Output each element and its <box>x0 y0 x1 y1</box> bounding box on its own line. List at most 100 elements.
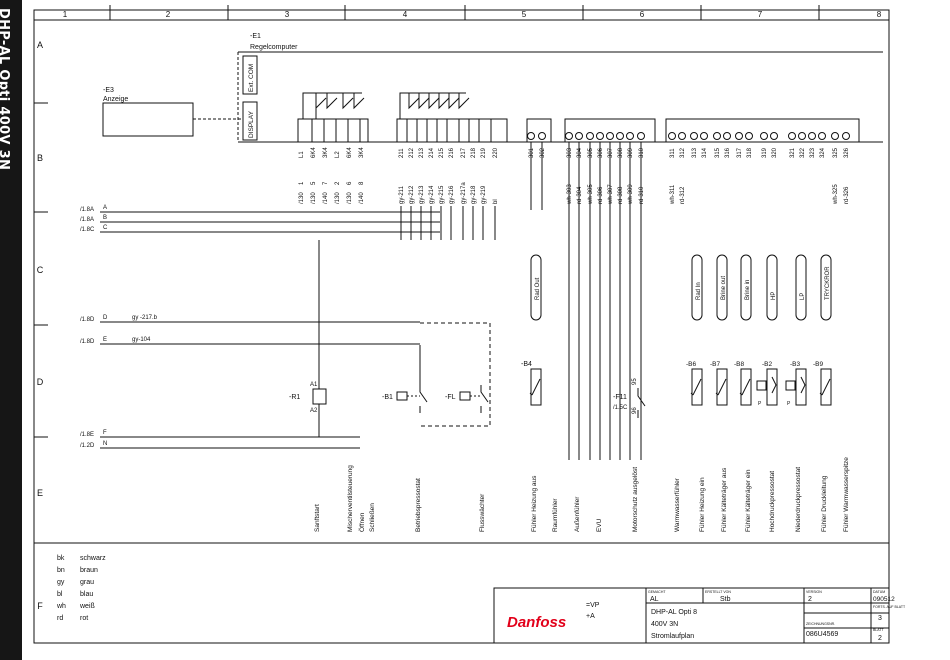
sensor-symbol <box>715 368 728 406</box>
tb-version-head: VERSION <box>806 590 822 594</box>
pressostat-p: P <box>758 401 762 407</box>
wire-label: rd-308 <box>618 186 624 204</box>
sanftstart-r1 <box>312 240 327 437</box>
terminal-screw <box>713 132 721 140</box>
terminal-label: 303 <box>567 147 573 158</box>
function-label: Motorschutz ausgelöst <box>632 467 639 532</box>
terminal-label: 3K4 <box>323 147 329 158</box>
pressostat-symbol <box>756 368 778 406</box>
e3-name: Anzeige <box>103 96 128 103</box>
a2-label: A2 <box>310 408 318 414</box>
row-label: F <box>37 601 43 611</box>
b4-label: -B4 <box>521 361 532 368</box>
title-block <box>493 587 890 644</box>
legend-name: rot <box>80 615 88 622</box>
regelcomputer-e1: -E1 Regelcomputer Ext. COM DISPLAY <box>237 33 883 143</box>
drawing-frame <box>33 9 890 644</box>
terminal-screw <box>637 132 645 140</box>
wire-label: bl <box>493 199 499 204</box>
terminal-label: 216 <box>449 147 455 158</box>
left-ref-label: N <box>103 441 107 447</box>
sensor-symbol <box>690 368 703 406</box>
sensor-name: Brine in <box>745 280 751 300</box>
left-ref-label: C <box>103 225 108 231</box>
relay-ref: /130 <box>299 192 305 204</box>
anzeige-e3: -E3 Anzeige <box>102 87 243 137</box>
relay-ref-num: 6 <box>347 181 353 185</box>
danfoss-logo: Danfoss <box>507 614 566 631</box>
legend-code: bk <box>57 555 65 562</box>
terminal-screw <box>788 132 796 140</box>
terminal-label: 215 <box>439 147 445 158</box>
left-ref: /1.2D <box>80 443 95 449</box>
relay-ref: /140 <box>359 192 365 204</box>
relay-terminal-labels: L1 6K4 3K4 L2 6K4 3K4 /130 /130 /140 /13… <box>299 147 365 204</box>
relay-ref-num: 8 <box>359 181 365 185</box>
tb-line2: 400V 3N <box>651 621 678 628</box>
terminal-screw <box>575 132 583 140</box>
terminal-screw <box>538 132 546 140</box>
column-label: 2 <box>166 10 171 19</box>
column-label: 8 <box>877 10 882 19</box>
terminal-block <box>526 118 552 143</box>
wire-label: gy-219 <box>481 185 487 204</box>
wire-label: gy-217a <box>461 182 467 204</box>
terminal-screw <box>668 132 676 140</box>
left-ref: /1.8D <box>80 339 95 345</box>
terminal-label: 306 <box>598 147 604 158</box>
terminal-label: 302 <box>540 147 546 158</box>
function-label: Raumfühler <box>552 498 559 532</box>
f11-ref: /1.5C <box>613 405 628 411</box>
tb-checked: Stb <box>720 596 731 603</box>
wire-label: wh-309 <box>628 184 634 205</box>
column-label: 6 <box>640 10 645 19</box>
terminal-screw <box>586 132 594 140</box>
f11-96: 96 <box>632 407 638 414</box>
terminal-label: 218 <box>471 147 477 158</box>
terminal-label: L2 <box>335 151 341 158</box>
terminal-screw <box>527 132 535 140</box>
function-label: Betriebspressostat <box>415 478 422 532</box>
terminal-label: 304 <box>577 147 583 158</box>
left-ref-label: E <box>103 337 107 343</box>
wire-label: gy-211 <box>399 185 405 204</box>
f11-label: -F11 <box>613 394 627 401</box>
wire-label: rd-306 <box>598 186 604 204</box>
terminal-label: L1 <box>299 151 305 158</box>
terminal-block <box>665 118 860 143</box>
terminal-label: 211 <box>399 148 405 158</box>
column-label: 5 <box>522 10 527 19</box>
left-ref: /1.8A <box>80 207 94 213</box>
terminals-211-220: 211gy-211212gy-212213gy-213214gy-214215g… <box>399 119 499 240</box>
terminal-label: 315 <box>715 147 721 158</box>
pressostat-p: P <box>787 401 791 407</box>
legend-code: rd <box>57 615 63 622</box>
terminal-label: 316 <box>725 147 731 158</box>
wire-label: gy-212 <box>409 185 415 204</box>
relay-outputs <box>297 92 369 143</box>
b2-label: -B2 <box>762 361 773 368</box>
row-label: E <box>37 488 43 498</box>
sensor-name: LP <box>800 293 806 300</box>
row-label: B <box>37 153 43 163</box>
terminal-label: 212 <box>409 147 415 158</box>
terminal-screw <box>808 132 816 140</box>
terminal-label: 6K4 <box>347 147 353 158</box>
tb-drawing-no: 086U4569 <box>806 631 838 638</box>
sensor-symbol <box>739 368 752 406</box>
terminal-screw <box>700 132 708 140</box>
sensor-name: TRYCKROR <box>825 266 831 300</box>
tb-drawing-head: ZEICHNUNGSNR. <box>806 622 835 626</box>
fl-label: -FL <box>445 394 456 401</box>
terminal-screw <box>678 132 686 140</box>
terminal-screw <box>760 132 768 140</box>
tb-sheet: 2 <box>878 635 882 642</box>
tb-sheets: 3 <box>878 615 882 622</box>
wire-label: gy-216 <box>449 185 455 204</box>
relay-ref: /130 <box>311 192 317 204</box>
terminal-screw <box>596 132 604 140</box>
